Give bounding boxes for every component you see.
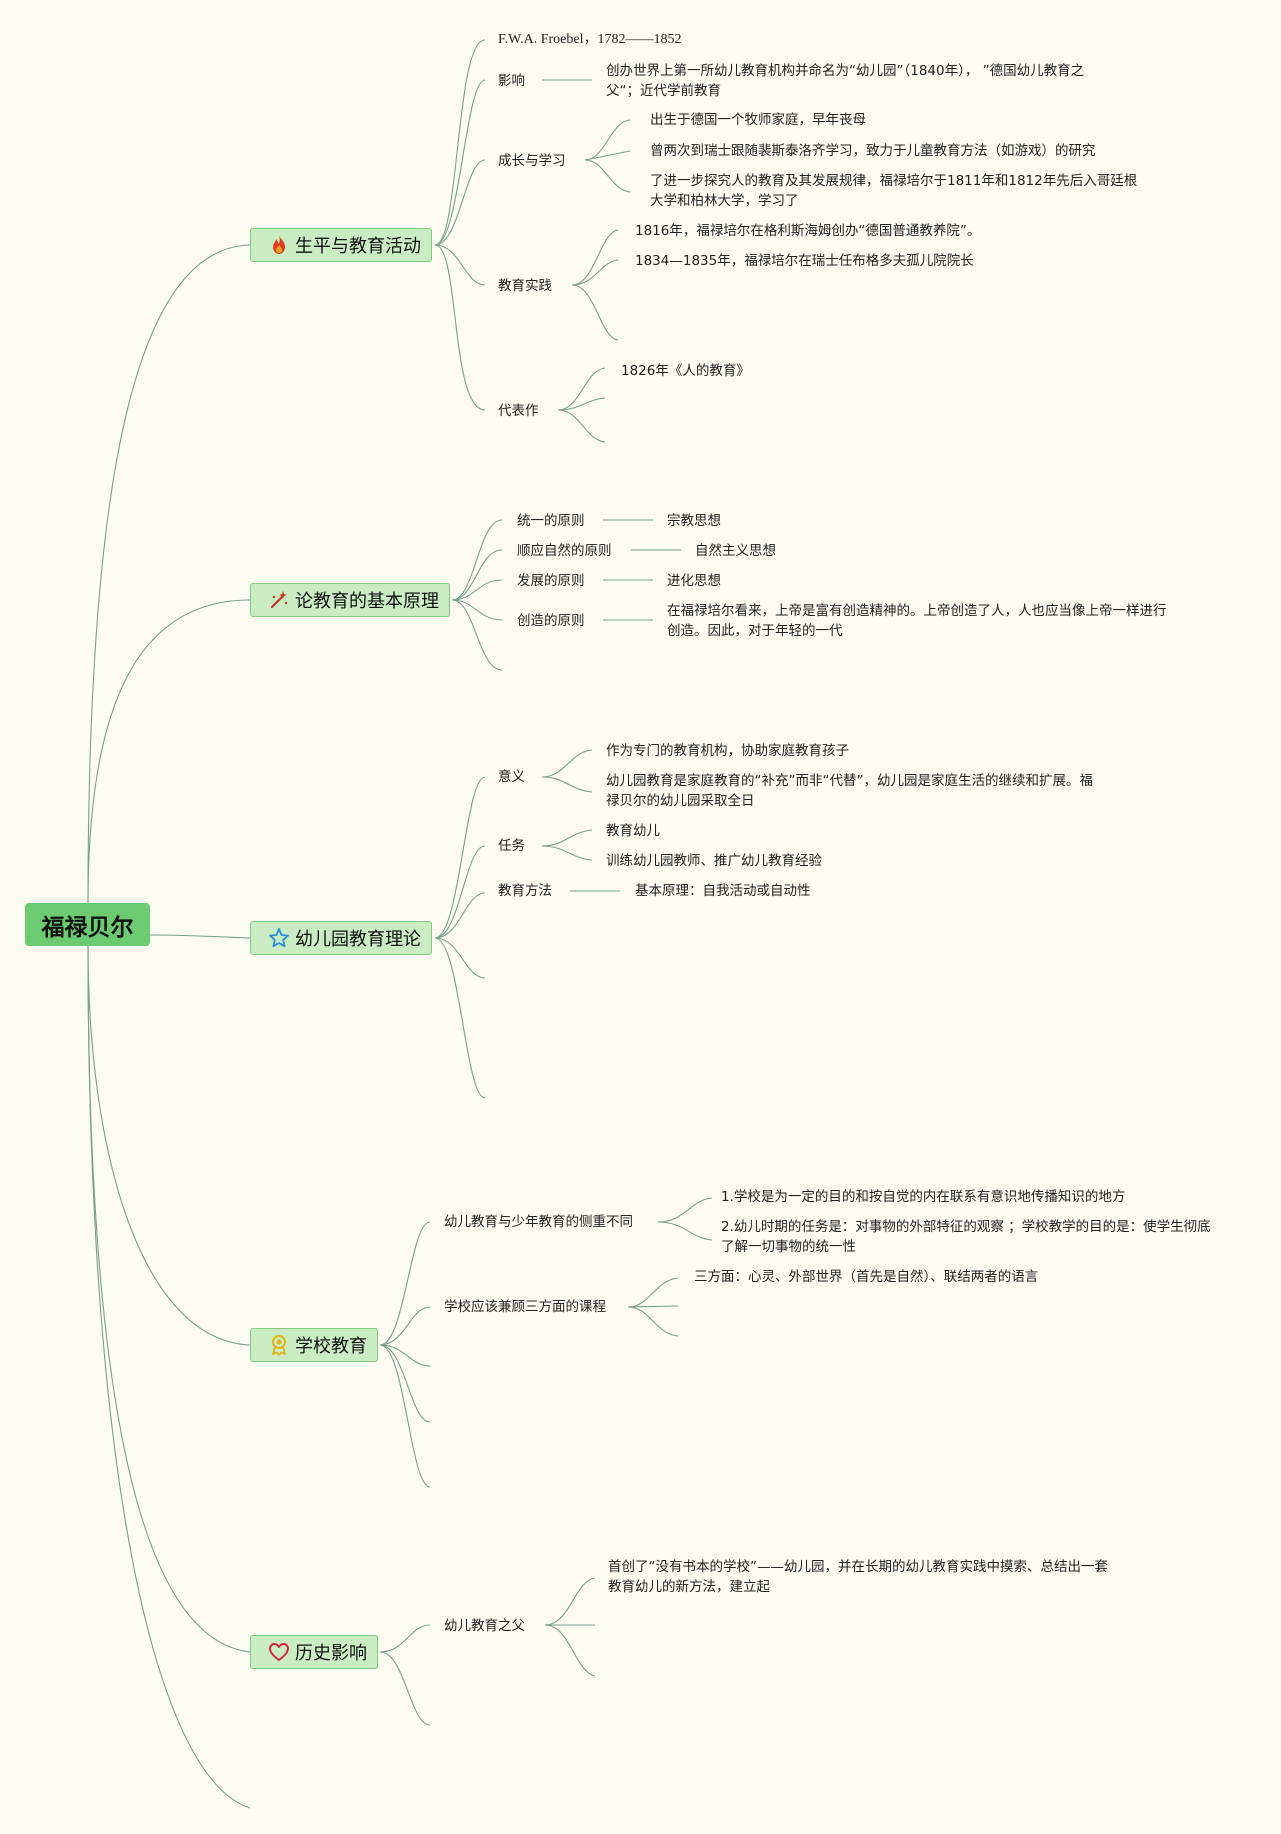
father-text[interactable]: 首创了“没有书本的学校”——幼儿园，并在长期的幼儿教育实践中摸索、总结出一套教育… (608, 1559, 1108, 1595)
magic-wand-icon (267, 588, 291, 612)
branch-label: 学校教育 (295, 1336, 367, 1357)
task-item-1[interactable]: 教育幼儿 (606, 823, 660, 839)
heart-icon (267, 1640, 291, 1664)
branch-label: 论教育的基本原理 (295, 591, 439, 612)
curriculum-item-1[interactable]: 三方面：心灵、外部世界（首先是自然）、联结两者的语言 (694, 1269, 1039, 1285)
branch-label: 历史影响 (295, 1643, 367, 1664)
principle-value-2[interactable]: 自然主义思想 (695, 543, 776, 559)
topic-emphasis-difference[interactable]: 幼儿教育与少年教育的侧重不同 (444, 1214, 633, 1230)
branch-kindergarten-theory[interactable]: 幼儿园教育理论 (250, 921, 432, 955)
topic-works[interactable]: 代表作 (498, 403, 539, 419)
principle-value-1[interactable]: 宗教思想 (667, 513, 721, 529)
topic-method[interactable]: 教育方法 (498, 883, 552, 899)
growth-item-1[interactable]: 出生于德国一个牧师家庭，早年丧母 (650, 112, 866, 128)
branch-label: 幼儿园教育理论 (295, 929, 421, 950)
fire-icon (267, 233, 291, 257)
meaning-item-1[interactable]: 作为专门的教育机构，协助家庭教育孩子 (606, 743, 849, 759)
growth-item-2[interactable]: 曾两次到瑞士跟随裴斯泰洛齐学习，致力于儿童教育方法（如游戏）的研究 (650, 143, 1096, 159)
topic-curriculum[interactable]: 学校应该兼顾三方面的课程 (444, 1299, 606, 1315)
topic-father-of-preschool[interactable]: 幼儿教育之父 (444, 1618, 525, 1634)
method-value[interactable]: 基本原理：自我活动或自动性 (635, 883, 811, 899)
works-item-1[interactable]: 1826年《人的教育》 (621, 363, 750, 379)
topic-influence[interactable]: 影响 (498, 73, 525, 89)
practice-item-1[interactable]: 1816年，福禄培尔在格利斯海姆创办“德国普通教养院”。 (635, 223, 981, 239)
branch-basic-principles[interactable]: 论教育的基本原理 (250, 583, 450, 617)
branch-label: 生平与教育活动 (295, 236, 421, 257)
principle-label-1[interactable]: 统一的原则 (517, 513, 585, 529)
branch-life-activities[interactable]: 生平与教育活动 (250, 228, 432, 262)
topic-meaning[interactable]: 意义 (498, 769, 525, 785)
influence-text[interactable]: 创办世界上第一所幼儿教育机构并命名为“幼儿园”（1840年）， ”德国幼儿教育之… (606, 63, 1085, 99)
root-topic[interactable]: 福禄贝尔 (25, 903, 150, 946)
diff-item-2[interactable]: 2.幼儿时期的任务是：对事物的外部特征的观察 ；学校教学的目的是：使学生彻底了解… (721, 1219, 1211, 1255)
topic-task[interactable]: 任务 (498, 838, 525, 854)
name-dates[interactable]: F.W.A. Froebel，1782——1852 (498, 32, 682, 47)
medal-icon (267, 1333, 291, 1357)
star-icon (267, 926, 291, 950)
task-item-2[interactable]: 训练幼儿园教师、推广幼儿教育经验 (606, 853, 822, 869)
diff-item-1[interactable]: 1.学校是为一定的目的和按自觉的内在联系有意识地传播知识的地方 (721, 1189, 1126, 1205)
practice-item-2[interactable]: 1834—1835年，福禄培尔在瑞士任布格多夫孤儿院院长 (635, 253, 974, 269)
meaning-item-2[interactable]: 幼儿园教育是家庭教育的“补充”而非“代替”，幼儿园是家庭生活的继续和扩展。福禄贝… (606, 773, 1093, 809)
principle-label-4[interactable]: 创造的原则 (517, 613, 585, 629)
branch-historical-influence[interactable]: 历史影响 (250, 1635, 378, 1669)
principle-value-3[interactable]: 进化思想 (667, 573, 721, 589)
topic-practice[interactable]: 教育实践 (498, 278, 552, 294)
principle-label-2[interactable]: 顺应自然的原则 (517, 543, 612, 559)
topic-growth[interactable]: 成长与学习 (498, 153, 566, 169)
branch-school-education[interactable]: 学校教育 (250, 1328, 378, 1362)
growth-item-3[interactable]: 了进一步探究人的教育及其发展规律，福禄培尔于1811年和1812年先后入哥廷根大… (650, 173, 1138, 209)
principle-label-3[interactable]: 发展的原则 (517, 573, 585, 589)
principle-value-4[interactable]: 在福禄培尔看来，上帝是富有创造精神的。上帝创造了人，人也应当像上帝一样进行创造。… (667, 603, 1167, 639)
